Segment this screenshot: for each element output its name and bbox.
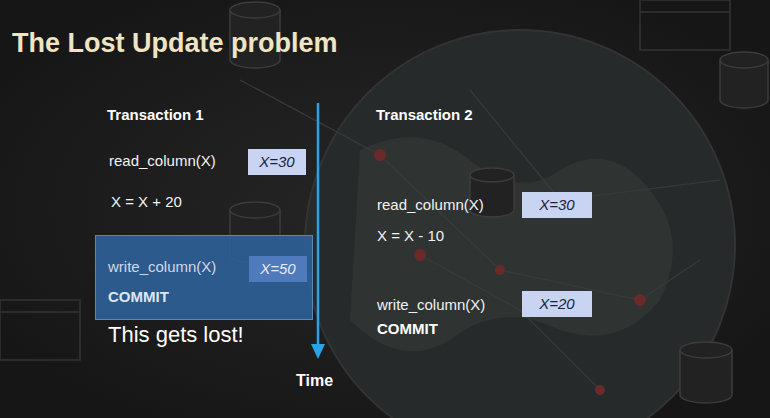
- window-icons: [0, 0, 730, 360]
- time-arrowhead: [311, 344, 325, 359]
- network-dots: [374, 149, 646, 395]
- column-heading: Transaction 1: [107, 106, 204, 123]
- commit-text: COMMIT: [377, 320, 438, 337]
- value-text: X=20: [539, 295, 574, 312]
- value-box: X=30: [522, 192, 592, 218]
- value-text: X=30: [539, 196, 574, 213]
- slide-title: The Lost Update problem: [12, 28, 338, 59]
- operation-text: read_column(X): [109, 152, 216, 169]
- operation-text: X = X + 20: [111, 193, 182, 210]
- node-text: COMMIT: [108, 288, 169, 305]
- value-text: X=30: [259, 153, 294, 170]
- globe: [305, 30, 735, 418]
- value-box: X=50: [249, 256, 307, 282]
- highlight-panel: write_column(X) COMMIT X=50: [95, 235, 313, 320]
- time-axis: [317, 103, 320, 346]
- operation-text: write_column(X): [377, 296, 485, 313]
- operation-text: X = X - 10: [377, 227, 444, 244]
- value-box: X=30: [248, 149, 306, 175]
- node-text: write_column(X): [108, 258, 216, 275]
- continent: [350, 137, 673, 351]
- value-text: X=50: [260, 260, 295, 277]
- note-text: This gets lost!: [108, 322, 244, 347]
- axis-label: Time: [296, 372, 333, 390]
- value-box: X=20: [522, 291, 592, 317]
- column-heading: Transaction 2: [376, 106, 473, 123]
- operation-text: read_column(X): [377, 196, 484, 213]
- database-icons: [230, 2, 768, 403]
